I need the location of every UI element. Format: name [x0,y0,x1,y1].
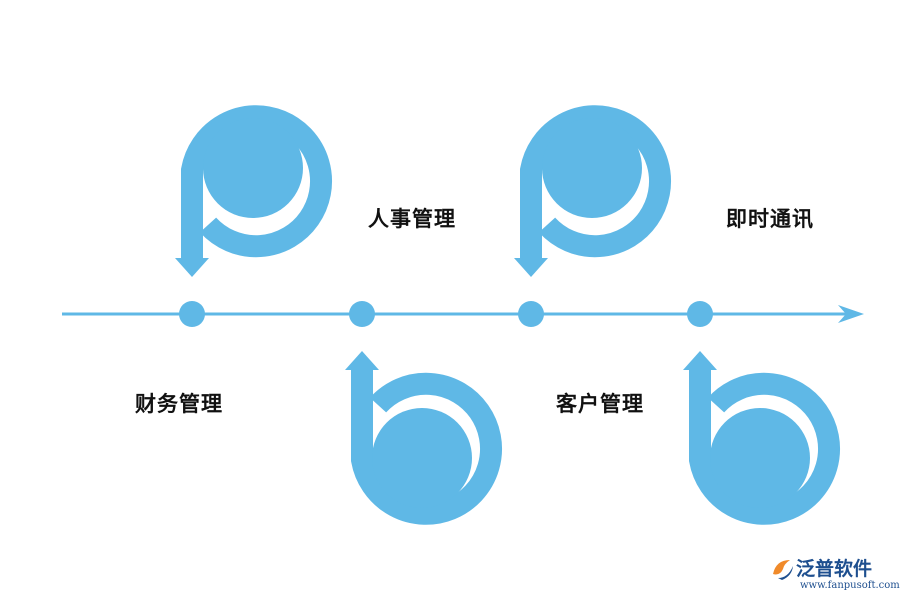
timeline-arrowhead [838,305,864,323]
timeline-node-3 [518,301,544,327]
b-loop-arrow-up-icon [683,351,841,525]
p-loop-arrow-down-icon [514,105,672,277]
fanpu-logo-icon [773,560,793,580]
brand-url: www.fanpusoft.com [800,580,900,591]
node-label-im: 即时通讯 [726,207,814,231]
timeline-node-4 [687,301,713,327]
timeline-node-2 [349,301,375,327]
node-label-customer: 客户管理 [556,392,644,416]
node-label-hr: 人事管理 [368,207,456,231]
brand-watermark: 泛普软件 www.fanpusoft.com [770,552,900,596]
b-loop-arrow-up-icon [345,351,503,525]
brand-name: 泛普软件 [796,558,873,580]
timeline-node-1 [179,301,205,327]
p-loop-arrow-down-icon [175,105,333,277]
node-label-finance: 财务管理 [135,392,223,416]
